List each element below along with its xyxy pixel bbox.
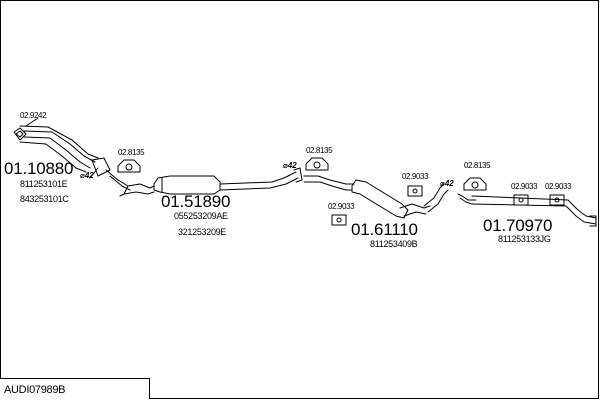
centre-silencer-drawing	[153, 167, 303, 195]
pipe-diameter-1: ⌀42	[80, 171, 94, 180]
mount-rubber-1	[117, 159, 141, 173]
clamp-label: 02.9242	[20, 111, 47, 120]
part-number-1: 01.10880	[4, 159, 74, 178]
front-pipe-drawing	[13, 125, 155, 197]
part-ref-3a: 811253409B	[370, 239, 418, 249]
hanger-label-3: 02.9033	[511, 182, 538, 191]
part-number-4: 01.70970	[483, 216, 553, 235]
part-ref-2a: 055253209AE	[174, 211, 228, 221]
intermediate-silencer-drawing	[303, 175, 449, 219]
part-ref-1b: 843253101C	[20, 194, 69, 204]
diagram-code-box: AUDI07989B	[0, 378, 150, 399]
part-number-3: 01.61110	[351, 220, 418, 239]
rubber-hanger-4	[549, 194, 565, 206]
rubber-hanger-1	[331, 214, 347, 226]
part-ref-2b: 321253209E	[178, 227, 227, 237]
mount-rubber-2	[305, 157, 329, 171]
mount-label-3: 02.8135	[464, 161, 491, 170]
hanger-label-2: 02.9033	[402, 172, 429, 181]
pipe-diameter-3: ⌀42	[440, 179, 454, 188]
mount-label-2: 02.8135	[306, 146, 333, 155]
mount-label-1: 02.8135	[118, 148, 145, 157]
diagram-code: AUDI07989B	[4, 384, 66, 396]
leader-clamp	[25, 117, 39, 127]
hanger-label-4: 02.9033	[545, 182, 572, 191]
part-ref-1a: 811253101E	[20, 179, 68, 189]
rubber-hanger-3	[513, 194, 529, 206]
rear-silencer-drawing	[457, 193, 597, 227]
leader-d1	[89, 167, 99, 179]
part-number-2: 01.51890	[161, 192, 231, 211]
hanger-label-1: 02.9033	[328, 202, 355, 211]
part-ref-4a: 811253133JG	[498, 234, 551, 244]
mount-rubber-3	[463, 177, 487, 191]
pipe-diameter-2: ⌀42	[283, 161, 297, 170]
rubber-hanger-2	[407, 185, 423, 197]
